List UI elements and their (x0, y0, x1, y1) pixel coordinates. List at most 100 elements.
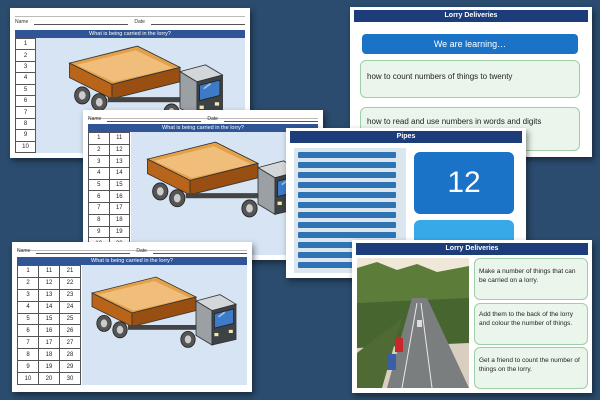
grid-cell: 2 (88, 143, 110, 157)
grid-cell: 17 (108, 202, 130, 215)
motorway-photo (357, 258, 469, 388)
lorry-illustration (146, 141, 302, 218)
grid-cell: 6 (17, 324, 39, 338)
grid-cell: 14 (108, 167, 130, 180)
grid-row: 6 (15, 94, 36, 108)
date-label: Date (134, 19, 145, 25)
grid-cell: 28 (59, 348, 81, 362)
grid-row: 10 (15, 140, 36, 154)
grid-cell: 4 (88, 167, 110, 180)
grid-cell: 9 (88, 225, 110, 239)
slide-title: Lorry Deliveries (354, 10, 588, 22)
grid-cell: 16 (108, 190, 130, 204)
grid-cell: 30 (59, 372, 81, 385)
task-step-1: Make a number of things that can be carr… (474, 258, 588, 300)
grid-row: 2 (15, 49, 36, 62)
grid-cell: 7 (88, 202, 110, 215)
grid-cell: 11 (108, 132, 130, 145)
task-step-2: Add them to the back of the lorry and co… (474, 303, 588, 345)
slide-title: Pipes (290, 131, 522, 143)
worksheet-question: What is being carried in the lorry? (15, 30, 245, 38)
worksheet-1-to-30: Name Date What is being carried in the l… (12, 242, 252, 392)
grid-row: 1 (15, 37, 36, 51)
grid-cell: 5 (17, 312, 39, 326)
name-label: Name (88, 116, 102, 122)
grid-cell: 23 (59, 288, 81, 302)
grid-cell: 3 (17, 288, 39, 302)
grid-row: 5 (15, 83, 36, 96)
pipe (298, 252, 396, 258)
name-label: Name (15, 19, 29, 25)
grid-cell: 18 (108, 213, 130, 227)
grid-cell: 14 (38, 300, 60, 314)
grid-cell: 1 (17, 265, 39, 278)
grid-cell: 18 (38, 348, 60, 362)
pipe (298, 212, 396, 218)
grid-cell: 25 (59, 312, 81, 326)
grid-cell: 15 (108, 178, 130, 192)
lorry-illustration (91, 276, 237, 349)
grid-row: 3 (15, 60, 36, 74)
pipe (298, 232, 396, 238)
grid-cell: 19 (108, 225, 130, 239)
slide-task-steps: Lorry Deliveries Make a number of things… (352, 240, 592, 393)
pipe (298, 222, 396, 228)
pipe (298, 152, 396, 158)
grid-cell: 9 (17, 360, 39, 374)
pipe (298, 162, 396, 168)
pipe (298, 262, 396, 268)
objective-1: how to count numbers of things to twenty (360, 60, 580, 98)
grid-cell: 10 (15, 140, 36, 154)
grid-cell: 15 (38, 312, 60, 326)
grid-cell: 17 (38, 336, 60, 350)
grid-cell: 5 (88, 178, 110, 192)
worksheet-1-to-10: Name Date What is being carried in the l… (10, 8, 250, 158)
grid-cell: 7 (17, 336, 39, 350)
grid-cell: 22 (59, 276, 81, 290)
grid-cell: 2 (17, 276, 39, 290)
grid-row: 8 (15, 117, 36, 131)
grid-cell: 27 (59, 336, 81, 350)
grid-cell: 8 (88, 213, 110, 227)
grid-cell: 29 (59, 360, 81, 374)
grid-cell: 8 (15, 117, 36, 131)
worksheet-question: What is being carried in the lorry? (17, 257, 247, 265)
name-label: Name (17, 248, 31, 254)
learning-heading: We are learning… (362, 34, 578, 54)
grid-cell: 6 (15, 94, 36, 108)
grid-cell: 6 (88, 190, 110, 204)
grid-row: 9 (15, 129, 36, 142)
pipe (298, 182, 396, 188)
grid-cell: 19 (38, 360, 60, 374)
grid-cell: 13 (38, 288, 60, 302)
pipe (298, 242, 396, 248)
grid-cell: 11 (38, 265, 60, 278)
grid-cell: 4 (17, 300, 39, 314)
task-step-3: Get a friend to count the number of thin… (474, 347, 588, 389)
grid-cell: 3 (15, 60, 36, 74)
grid-cell: 26 (59, 324, 81, 338)
date-label: Date (207, 116, 218, 122)
grid-cell: 7 (15, 106, 36, 119)
lorry-panel (82, 265, 247, 385)
grid-cell: 12 (108, 143, 130, 157)
worksheet-question: What is being carried in the lorry? (88, 124, 318, 132)
grid-cell: 24 (59, 300, 81, 314)
grid-cell: 13 (108, 155, 130, 169)
grid-cell: 1 (15, 37, 36, 51)
